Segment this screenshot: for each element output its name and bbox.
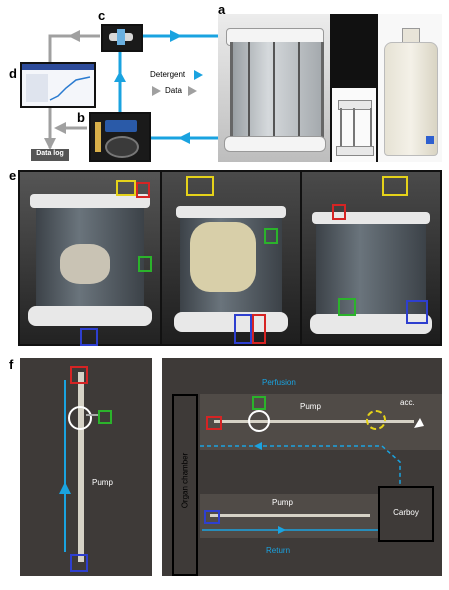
panel-label-d: d: [9, 66, 17, 81]
white-arrowhead-icon: [414, 418, 424, 428]
panel-b-pump-image: [89, 112, 151, 162]
legend-data-arrow-left-icon: [152, 86, 161, 96]
chamber-photo-side: [162, 172, 300, 344]
panel-label-f: f: [9, 357, 14, 372]
pump-bottom-label: Pump: [272, 498, 293, 507]
panel-g-photo: Perfusion Organ chamber Pump acc. Carboy…: [162, 358, 442, 576]
data-log-box: Data log: [31, 149, 69, 161]
tube: [78, 372, 84, 562]
panel-label-e: e: [9, 168, 17, 183]
flow-up-arrow-icon: [59, 482, 71, 494]
legend-detergent-arrow-icon: [194, 70, 203, 80]
white-circle: [68, 406, 92, 430]
small-chamber-photo: [332, 88, 376, 162]
carboy-photo: [378, 14, 442, 162]
return-label: Return: [266, 546, 291, 555]
panel-a-photo-frame: [218, 14, 442, 162]
chamber-photo-front: [20, 172, 160, 346]
pump-label: Pump: [92, 478, 113, 487]
green-box: [98, 410, 112, 424]
detergent-arrow-right-icon: [170, 30, 182, 42]
carboy-box: Carboy: [378, 486, 434, 542]
panel-f-photo: Pump: [20, 358, 152, 576]
blue-box: [70, 554, 88, 572]
white-circle-perf: [248, 410, 270, 432]
panel-c-flow-sensor-image: [101, 24, 143, 52]
acc-label: acc.: [400, 398, 415, 407]
pump-top-label: Pump: [300, 402, 321, 411]
carboy-label: Carboy: [393, 508, 419, 517]
chamber-photo: [218, 14, 330, 162]
green-box-perf: [252, 396, 266, 410]
legend-data-label: Data: [165, 86, 182, 95]
flow-schematic: [44, 30, 218, 150]
panel-label-a: a: [218, 2, 226, 17]
legend-detergent-label: Detergent: [150, 70, 186, 79]
panel-label-b: b: [77, 110, 85, 125]
panel-d-computer-screen-image: [20, 62, 96, 108]
panel-e-photo-frame: [18, 170, 442, 346]
perfusion-dashed-line: [200, 442, 401, 486]
red-box-perf: [206, 416, 222, 430]
return-line: [202, 526, 378, 534]
data-arrow-down-icon: [44, 138, 56, 150]
flow-line: [64, 380, 66, 552]
perfusion-label: Perfusion: [262, 378, 296, 387]
data-arrow-left-icon-2: [54, 122, 66, 134]
yellow-circle-perf: [366, 410, 386, 430]
legend-data-arrow-right-icon: [188, 86, 197, 96]
panel-label-c: c: [98, 8, 106, 23]
detergent-arrow-left-icon: [178, 132, 190, 144]
detergent-arrow-up-icon: [114, 71, 126, 82]
data-arrow-left-icon: [68, 30, 80, 42]
organ-chamber-box: Organ chamber: [172, 394, 198, 576]
perfusion-strip: Pump acc.: [200, 394, 442, 450]
red-box: [70, 366, 88, 384]
chamber-photo-rear: [302, 172, 440, 344]
blue-box-return: [204, 510, 220, 524]
data-log-label: Data log: [36, 150, 64, 157]
